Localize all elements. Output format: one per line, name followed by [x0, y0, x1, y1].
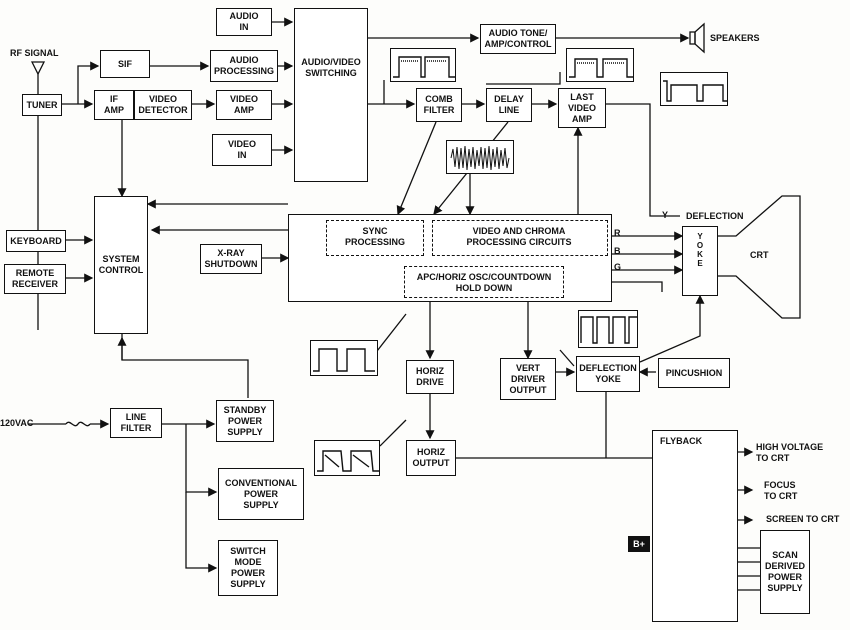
speakers-label: SPEAKERS	[710, 33, 760, 43]
keyboard-block: KEYBOARD	[6, 230, 66, 252]
pincushion-block: PINCUSHION	[658, 358, 730, 388]
deflection-yoke-block: DEFLECTION YOKE	[576, 356, 640, 392]
ac-input-label: 120VAC	[0, 418, 34, 428]
horiz-drive-block: HORIZ DRIVE	[406, 360, 454, 394]
g-signal-label: G	[614, 262, 622, 272]
xray-shutdown-block: X-RAY SHUTDOWN	[200, 244, 262, 274]
r-signal-label: R	[614, 228, 621, 238]
sync-processing-region	[326, 220, 424, 256]
line-filter-block: LINE FILTER	[110, 408, 162, 438]
delay-line-block: DELAY LINE	[486, 88, 532, 122]
system-control-block: SYSTEM CONTROL	[94, 196, 148, 334]
video-waveform-scope-3	[660, 72, 728, 106]
horiz-output-block: HORIZ OUTPUT	[406, 440, 456, 476]
sif-block: SIF	[100, 50, 150, 78]
b-plus-terminal: B+	[628, 536, 650, 552]
flyback-block	[652, 430, 738, 622]
focus-label: FOCUS TO CRT	[764, 480, 798, 501]
scan-derived-power-block: SCAN DERIVED POWER SUPPLY	[760, 530, 810, 614]
if-amp-block: IF AMP	[94, 90, 134, 120]
horiz-output-waveform-scope	[314, 440, 380, 476]
video-in-block: VIDEO IN	[212, 134, 272, 166]
apc-label: APC/HORIZ OSC/COUNTDOWN HOLD DOWN	[416, 272, 552, 293]
vertical-waveform-scope	[578, 310, 638, 348]
video-detector-block: VIDEO DETECTOR	[134, 90, 192, 120]
last-video-amp-block: LAST VIDEO AMP	[558, 88, 606, 128]
video-waveform-scope-1	[390, 48, 456, 82]
speaker-icon	[689, 22, 705, 54]
crt-icon	[718, 195, 801, 319]
video-waveform-scope-2	[566, 48, 634, 82]
audio-in-block: AUDIO IN	[216, 8, 272, 36]
comb-filter-block: COMB FILTER	[416, 88, 462, 122]
b-signal-label: B	[614, 246, 621, 256]
yoke-label: Y O K E	[696, 232, 704, 268]
vert-driver-output-block: VERT DRIVER OUTPUT	[500, 358, 556, 400]
apc-region	[404, 266, 564, 298]
crt-label: CRT	[750, 250, 769, 260]
video-amp-block: VIDEO AMP	[216, 90, 272, 120]
switch-mode-power-block: SWITCH MODE POWER SUPPLY	[218, 540, 278, 596]
conventional-power-block: CONVENTIONAL POWER SUPPLY	[218, 468, 304, 520]
high-voltage-label: HIGH VOLTAGE TO CRT	[756, 442, 824, 463]
y-signal-label: Y	[662, 210, 669, 220]
av-switching-block: AUDIO/VIDEO SWITCHING	[294, 8, 368, 182]
video-chroma-region	[432, 220, 608, 256]
screen-label: SCREEN TO CRT	[766, 514, 840, 524]
main-processing-block	[288, 214, 612, 302]
remote-receiver-block: REMOTE RECEIVER	[4, 264, 66, 294]
chroma-waveform-scope	[446, 140, 514, 174]
yoke-block	[682, 226, 718, 296]
video-chroma-label: VIDEO AND CHROMA PROCESSING CIRCUITS	[466, 226, 572, 247]
antenna-icon	[30, 61, 46, 92]
deflection-label: DEFLECTION	[686, 211, 744, 221]
rf-signal-label: RF SIGNAL	[10, 48, 59, 58]
horiz-drive-waveform-scope	[310, 340, 378, 376]
sync-processing-label: SYNC PROCESSING	[344, 226, 405, 247]
audio-processing-block: AUDIO PROCESSING	[210, 50, 278, 82]
standby-power-block: STANDBY POWER SUPPLY	[216, 400, 274, 442]
flyback-label: FLYBACK	[660, 436, 703, 446]
audio-tone-block: AUDIO TONE/ AMP/CONTROL	[480, 24, 556, 54]
tuner-block: TUNER	[22, 94, 62, 116]
